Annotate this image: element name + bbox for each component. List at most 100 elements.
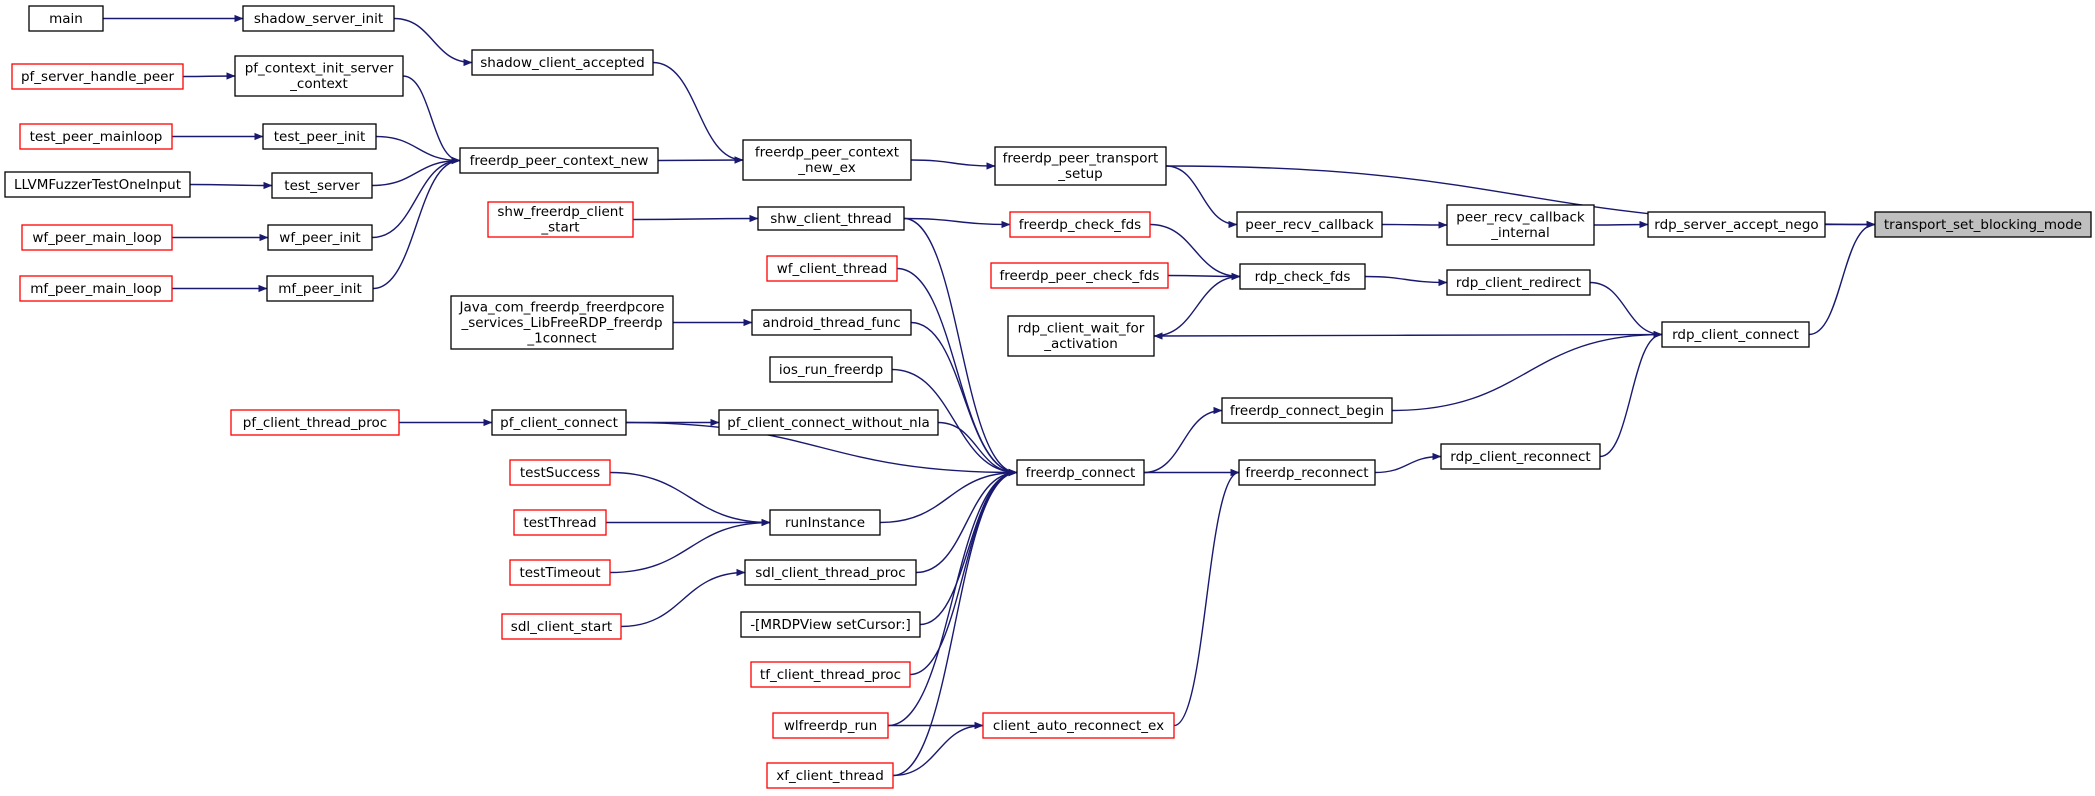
node-box[interactable] bbox=[19, 275, 173, 302]
node-box[interactable] bbox=[19, 123, 173, 150]
node-box[interactable] bbox=[772, 712, 889, 739]
node-mf_peer_main_loop[interactable]: mf_peer_main_loop bbox=[19, 275, 173, 302]
node-mf_peer_init[interactable]: mf_peer_init bbox=[266, 275, 374, 302]
node-shadow_server_init[interactable]: shadow_server_init bbox=[242, 5, 395, 32]
node-sdl_client_thread_proc[interactable]: sdl_client_thread_proc bbox=[744, 559, 917, 586]
node-rdp_check_fds[interactable]: rdp_check_fds bbox=[1239, 263, 1366, 290]
node-freerdp_reconnect[interactable]: freerdp_reconnect bbox=[1238, 459, 1376, 486]
node-box[interactable] bbox=[740, 611, 921, 638]
node-box[interactable] bbox=[766, 255, 898, 282]
node-box[interactable] bbox=[1440, 443, 1601, 470]
node-client_auto_reconnect_ex[interactable]: client_auto_reconnect_ex bbox=[982, 712, 1175, 739]
node-rdp_client_connect[interactable]: rdp_client_connect bbox=[1661, 321, 1810, 348]
node-freerdp_peer_context_new_ex[interactable]: freerdp_peer_context_new_ex bbox=[742, 139, 912, 181]
node-box[interactable] bbox=[262, 123, 377, 150]
node-box[interactable] bbox=[459, 147, 659, 174]
node-box[interactable] bbox=[1661, 321, 1810, 348]
node-box[interactable] bbox=[990, 262, 1169, 289]
node-peer_recv_callback[interactable]: peer_recv_callback bbox=[1236, 211, 1383, 238]
node-box[interactable] bbox=[1007, 315, 1155, 357]
node-rdp_server_accept_nego[interactable]: rdp_server_accept_nego bbox=[1647, 211, 1826, 238]
node-box[interactable] bbox=[751, 309, 912, 336]
node-test_peer_mainloop[interactable]: test_peer_mainloop bbox=[19, 123, 173, 150]
node-transport_set_blocking_mode[interactable]: transport_set_blocking_mode bbox=[1874, 211, 2092, 238]
node-box[interactable] bbox=[750, 661, 911, 688]
node-box[interactable] bbox=[994, 146, 1167, 186]
node-box[interactable] bbox=[1236, 211, 1383, 238]
node-freerdp_peer_check_fds[interactable]: freerdp_peer_check_fds bbox=[990, 262, 1169, 289]
node-tf_client_thread_proc[interactable]: tf_client_thread_proc bbox=[750, 661, 911, 688]
node-box[interactable] bbox=[509, 559, 611, 586]
node-testThread[interactable]: testThread bbox=[513, 509, 607, 536]
node-java_connect[interactable]: Java_com_freerdp_freerdpcore_services_Li… bbox=[450, 295, 674, 350]
node-box[interactable] bbox=[1874, 211, 2092, 238]
node-box[interactable] bbox=[769, 356, 893, 383]
node-box[interactable] bbox=[1238, 459, 1376, 486]
node-testSuccess[interactable]: testSuccess bbox=[509, 459, 611, 486]
node-shw_client_thread[interactable]: shw_client_thread bbox=[757, 206, 905, 231]
node-box[interactable] bbox=[1009, 211, 1151, 238]
node-box[interactable] bbox=[471, 49, 654, 76]
node-box[interactable] bbox=[766, 762, 894, 789]
node-box[interactable] bbox=[757, 206, 905, 231]
node-LLVMFuzzerTestOneInput[interactable]: LLVMFuzzerTestOneInput bbox=[4, 171, 191, 198]
node-box[interactable] bbox=[1446, 204, 1595, 246]
node-box[interactable] bbox=[718, 409, 939, 436]
node-wf_peer_main_loop[interactable]: wf_peer_main_loop bbox=[21, 224, 173, 251]
node-wf_peer_init[interactable]: wf_peer_init bbox=[267, 224, 373, 251]
node-box[interactable] bbox=[1647, 211, 1826, 238]
node-ios_run_freerdp[interactable]: ios_run_freerdp bbox=[769, 356, 893, 383]
node-box[interactable] bbox=[744, 559, 917, 586]
node-test_server[interactable]: test_server bbox=[271, 172, 373, 199]
node-box[interactable] bbox=[509, 459, 611, 486]
node-box[interactable] bbox=[1239, 263, 1366, 290]
node-box[interactable] bbox=[742, 139, 912, 181]
node-test_peer_init[interactable]: test_peer_init bbox=[262, 123, 377, 150]
node-freerdp_peer_context_new[interactable]: freerdp_peer_context_new bbox=[459, 147, 659, 174]
node-box[interactable] bbox=[4, 171, 191, 198]
node-box[interactable] bbox=[234, 55, 404, 97]
node-rdp_client_redirect[interactable]: rdp_client_redirect bbox=[1446, 269, 1591, 296]
node-freerdp_connect_begin[interactable]: freerdp_connect_begin bbox=[1221, 397, 1393, 424]
node-box[interactable] bbox=[487, 201, 634, 238]
node-pf_client_connect_without_nla[interactable]: pf_client_connect_without_nla bbox=[718, 409, 939, 436]
node-box[interactable] bbox=[267, 224, 373, 251]
node-pf_context_init_server_context[interactable]: pf_context_init_server_context bbox=[234, 55, 404, 97]
node-runInstance[interactable]: runInstance bbox=[769, 509, 881, 536]
node-xf_client_thread[interactable]: xf_client_thread bbox=[766, 762, 894, 789]
node-box[interactable] bbox=[28, 5, 104, 32]
node-testTimeout[interactable]: testTimeout bbox=[509, 559, 611, 586]
node-box[interactable] bbox=[491, 409, 627, 436]
node-box[interactable] bbox=[11, 63, 184, 90]
node-box[interactable] bbox=[513, 509, 607, 536]
node-rdp_client_reconnect[interactable]: rdp_client_reconnect bbox=[1440, 443, 1601, 470]
node-box[interactable] bbox=[450, 295, 674, 350]
node-box[interactable] bbox=[769, 509, 881, 536]
node-pf_server_handle_peer[interactable]: pf_server_handle_peer bbox=[11, 63, 184, 90]
node-box[interactable] bbox=[1221, 397, 1393, 424]
node-android_thread_func[interactable]: android_thread_func bbox=[751, 309, 912, 336]
node-freerdp_peer_transport_setup[interactable]: freerdp_peer_transport_setup bbox=[994, 146, 1167, 186]
node-box[interactable] bbox=[1446, 269, 1591, 296]
node-shw_freerdp_client_start[interactable]: shw_freerdp_client_start bbox=[487, 201, 634, 238]
node-box[interactable] bbox=[1016, 459, 1145, 486]
node-box[interactable] bbox=[230, 409, 400, 436]
node-mrdpview_setcursor[interactable]: -[MRDPView setCursor:] bbox=[740, 611, 921, 638]
node-main[interactable]: main bbox=[28, 5, 104, 32]
node-box[interactable] bbox=[266, 275, 374, 302]
node-freerdp_check_fds[interactable]: freerdp_check_fds bbox=[1009, 211, 1151, 238]
node-box[interactable] bbox=[21, 224, 173, 251]
node-box[interactable] bbox=[982, 712, 1175, 739]
node-wlfreerdp_run[interactable]: wlfreerdp_run bbox=[772, 712, 889, 739]
node-box[interactable] bbox=[501, 613, 622, 640]
node-peer_recv_callback_internal[interactable]: peer_recv_callback_internal bbox=[1446, 204, 1595, 246]
node-pf_client_thread_proc[interactable]: pf_client_thread_proc bbox=[230, 409, 400, 436]
node-wf_client_thread[interactable]: wf_client_thread bbox=[766, 255, 898, 282]
node-rdp_client_wait_for_activation[interactable]: rdp_client_wait_for_activation bbox=[1007, 315, 1155, 357]
node-shadow_client_accepted[interactable]: shadow_client_accepted bbox=[471, 49, 654, 76]
node-box[interactable] bbox=[271, 172, 373, 199]
node-pf_client_connect[interactable]: pf_client_connect bbox=[491, 409, 627, 436]
node-freerdp_connect[interactable]: freerdp_connect bbox=[1016, 459, 1145, 486]
node-box[interactable] bbox=[242, 5, 395, 32]
node-sdl_client_start[interactable]: sdl_client_start bbox=[501, 613, 622, 640]
